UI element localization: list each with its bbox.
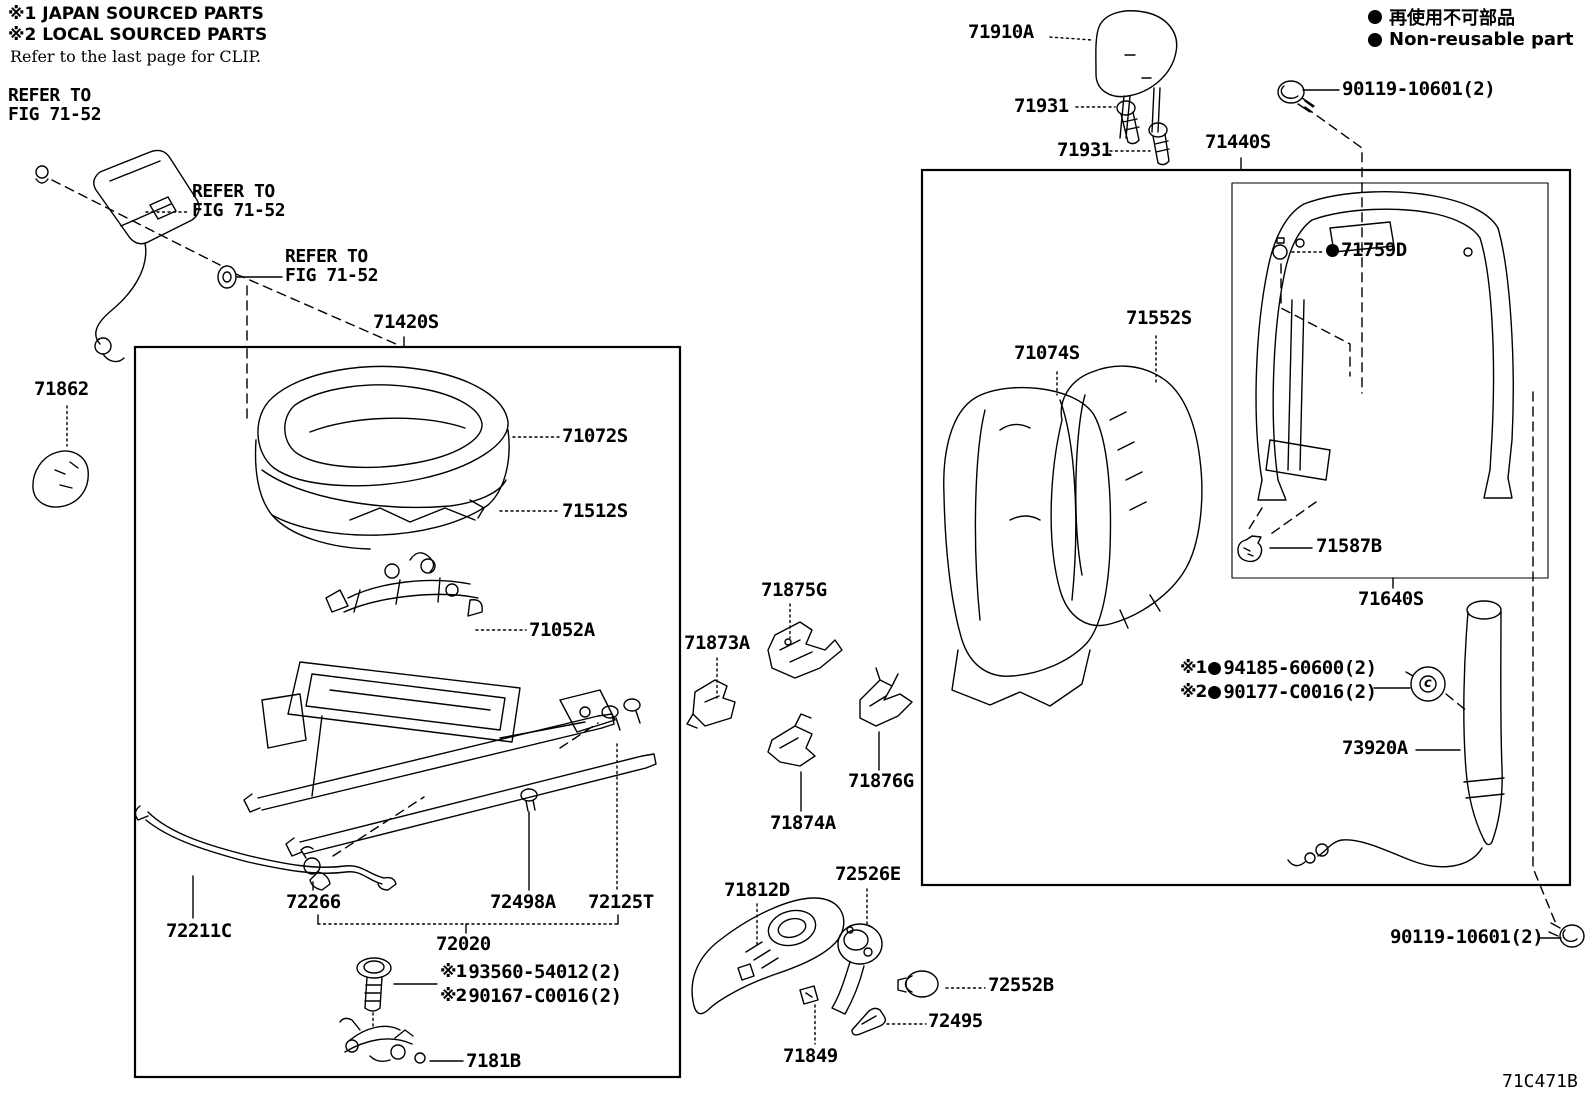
belt-retractor-drawing (1287, 600, 1505, 868)
part-label-72526E: 72526E (835, 863, 901, 885)
side-shield-drawing (691, 897, 845, 1015)
non-reusable-dot-icon (1326, 243, 1339, 257)
drawing-code: 71C471B (1502, 1071, 1578, 1092)
solid-leaders (192, 89, 1562, 1062)
seatback-frame-drawing (1255, 191, 1514, 501)
refer-line2: FIG 71-52 (285, 265, 379, 286)
part-label-71512S: 71512S (562, 500, 628, 522)
headrest-bolt-drawings (1116, 100, 1170, 166)
refer-line2: FIG 71-52 (8, 104, 102, 125)
part-label-71440S: 71440S (1205, 131, 1271, 153)
part-label-72020: 72020 (436, 933, 491, 955)
part-label-71759D: 71759D (1326, 240, 1407, 260)
bracket-drawings (686, 621, 913, 767)
refer-line1: REFER TO (285, 246, 368, 267)
note-local-sourced: ※2 LOCAL SOURCED PARTS (8, 25, 268, 45)
bolt-top-right-drawing (1277, 80, 1315, 113)
part-label-71552S: 71552S (1126, 307, 1192, 329)
part-label-71072S: 71072S (562, 425, 628, 447)
part-label-71875G: 71875G (761, 579, 827, 601)
part-label-71873A: 71873A (684, 632, 750, 654)
seatback-cover-drawing (943, 386, 1112, 707)
note-japan-sourced: ※1 JAPAN SOURCED PARTS (8, 4, 264, 24)
non-reusable-dot-icon (1368, 32, 1382, 47)
note-clip: Refer to the last page for CLIP. (10, 47, 262, 66)
seatback-pad-drawing (1050, 365, 1203, 629)
part-label-90167: ※2 90167-C0016(2) (440, 986, 622, 1006)
seatback-group-box (920, 168, 1572, 887)
part-label-90119-top: 90119-10601(2) (1342, 78, 1496, 100)
legend-non-reusable-en: Non-reusable part (1368, 29, 1574, 50)
part-label-71931-upper: 71931 (1014, 95, 1069, 117)
clip-drawings-right (1237, 237, 1288, 563)
part-label-94185: ※1 94185-60600(2) (1180, 658, 1377, 678)
track-lock-drawing (339, 1017, 426, 1064)
part-label-72266: 72266 (286, 891, 341, 913)
part-label-71812D: 71812D (724, 879, 790, 901)
part-label-71420S: 71420S (373, 311, 439, 333)
dashed-lines (51, 106, 1557, 925)
dotted-leaders (66, 36, 1323, 1045)
nut-drawing (1405, 666, 1446, 702)
track-screw-drawing (356, 957, 392, 1012)
source-prefix: ※1 (440, 962, 467, 982)
source-prefix: ※1 (1180, 658, 1207, 678)
part-label-71849: 71849 (783, 1045, 838, 1067)
part-number: 71759D (1341, 239, 1407, 261)
part-number: 90167-C0016(2) (468, 985, 622, 1007)
bolt-bottom-right-drawing (1548, 922, 1585, 948)
part-label-71640S: 71640S (1358, 588, 1424, 610)
small-parts-drawings (799, 970, 939, 1036)
part-label-71587B: 71587B (1316, 535, 1382, 557)
frame-group-box (1231, 182, 1549, 579)
refer-note-3: REFER TO FIG 71-52 (285, 246, 379, 286)
part-label-90177: ※2 90177-C0016(2) (1180, 682, 1377, 702)
legend-non-reusable-jp: 再使用不可部品 (1368, 4, 1515, 30)
part-label-71874A: 71874A (770, 812, 836, 834)
part-label-71862: 71862 (34, 378, 89, 400)
part-label-73920A: 73920A (1342, 737, 1408, 759)
part-label-71876G: 71876G (848, 770, 914, 792)
nut-marking: c (1424, 676, 1432, 691)
cushion-drawing (254, 365, 510, 550)
belt-buckle-drawing (35, 149, 237, 363)
source-prefix: ※2 (1180, 682, 1207, 702)
part-label-71910A: 71910A (968, 21, 1034, 43)
group-boxes (133, 168, 1572, 1079)
non-reusable-dot-icon (1368, 10, 1382, 24)
refer-line2: FIG 71-52 (192, 200, 286, 221)
cushion-group-box (133, 345, 682, 1079)
part-number: 93560-54012(2) (468, 961, 622, 983)
part-number: 90177-C0016(2) (1223, 681, 1377, 703)
part-label-72211C: 72211C (166, 920, 232, 942)
part-label-93560: ※1 93560-54012(2) (440, 962, 622, 982)
refer-line1: REFER TO (192, 181, 275, 202)
part-label-72495: 72495 (928, 1010, 983, 1032)
part-label-72552B: 72552B (988, 974, 1054, 996)
part-label-7181B: 7181B (466, 1050, 521, 1072)
recliner-handle-drawing (831, 923, 883, 1015)
part-label-71074S: 71074S (1014, 342, 1080, 364)
seat-track-drawing (243, 661, 657, 857)
torsion-bar-drawing (134, 805, 397, 891)
legend-en-text: Non-reusable part (1389, 29, 1574, 50)
legend-jp-text: 再使用不可部品 (1389, 8, 1515, 29)
shield-71862-drawing (32, 450, 89, 508)
refer-note-2: REFER TO FIG 71-52 (192, 181, 286, 221)
non-reusable-dot-icon (1208, 661, 1222, 675)
cushion-spring-drawing (325, 552, 483, 617)
part-number: 94185-60600(2) (1223, 657, 1377, 679)
refer-line1: REFER TO (8, 85, 91, 106)
refer-note-1: REFER TO FIG 71-52 (8, 85, 102, 125)
part-label-90119-bottom: 90119-10601(2) (1390, 926, 1544, 948)
non-reusable-dot-icon (1208, 685, 1222, 699)
part-label-71052A: 71052A (529, 619, 595, 641)
part-label-72498A: 72498A (490, 891, 556, 913)
part-label-71931-lower: 71931 (1057, 139, 1112, 161)
source-prefix: ※2 (440, 986, 467, 1006)
part-label-72125T: 72125T (588, 891, 654, 913)
